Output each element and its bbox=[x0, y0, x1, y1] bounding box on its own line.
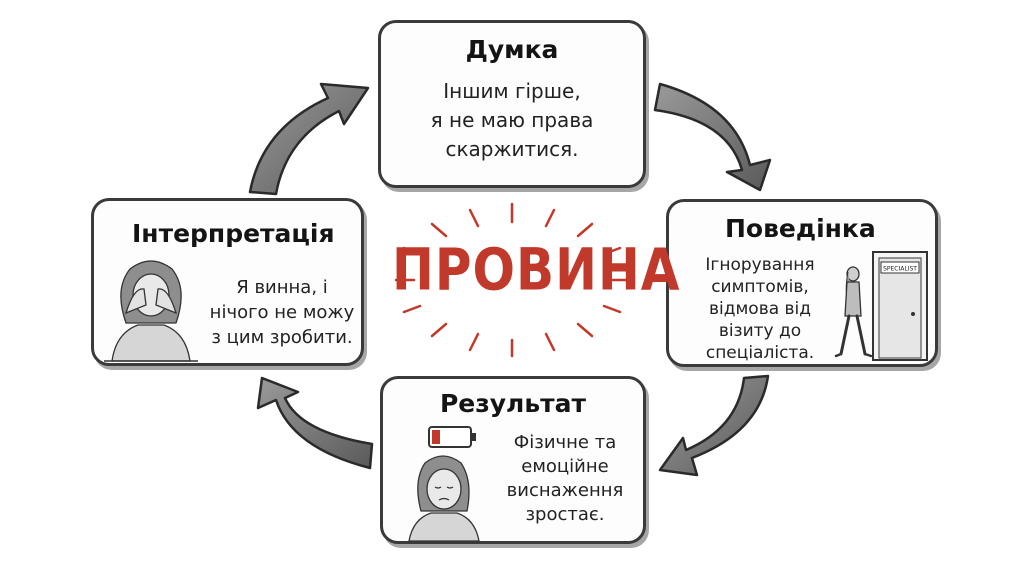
curved-arrow-icon bbox=[658, 374, 770, 477]
node-thought-text: Іншим гірше, я не маю права скаржитися. bbox=[430, 79, 594, 161]
node-thought: Думка Іншим гірше, я не маю права скаржи… bbox=[378, 20, 646, 188]
sad-woman-icon bbox=[408, 455, 480, 542]
curved-arrow-icon bbox=[653, 82, 772, 192]
crying-woman-icon bbox=[104, 260, 198, 362]
node-result-text: Фізичне та емоційне виснаження зростає. bbox=[506, 432, 624, 525]
curved-arrow-icon bbox=[248, 82, 370, 196]
door-icon: SPECIALIST bbox=[872, 251, 928, 361]
walking-woman-icon bbox=[834, 266, 873, 358]
center-word: ПРОВИНА bbox=[392, 236, 681, 304]
node-behavior-title: Поведінка bbox=[725, 214, 876, 243]
node-thought-title: Думка bbox=[465, 35, 559, 64]
curved-arrow-icon bbox=[256, 376, 374, 470]
door-sign: SPECIALIST bbox=[883, 266, 917, 273]
node-interpretation-title: Інтерпретація bbox=[132, 219, 335, 248]
node-result-title: Результат bbox=[439, 389, 587, 418]
node-behavior-text: Ігнорування симптомів, відмова від візит… bbox=[705, 255, 815, 363]
node-interpretation: Інтерпретація Я винна, і нічого не можу … bbox=[91, 198, 364, 366]
node-behavior: Поведінка Ігнорування симптомів, відмова… bbox=[666, 199, 938, 367]
node-result: Результат Фізичне та емоційне виснаження… bbox=[380, 376, 646, 544]
low-battery-icon bbox=[428, 426, 476, 448]
burst-rays bbox=[394, 202, 630, 358]
node-interpretation-text: Я винна, і нічого не можу з цим зробити. bbox=[209, 277, 355, 348]
